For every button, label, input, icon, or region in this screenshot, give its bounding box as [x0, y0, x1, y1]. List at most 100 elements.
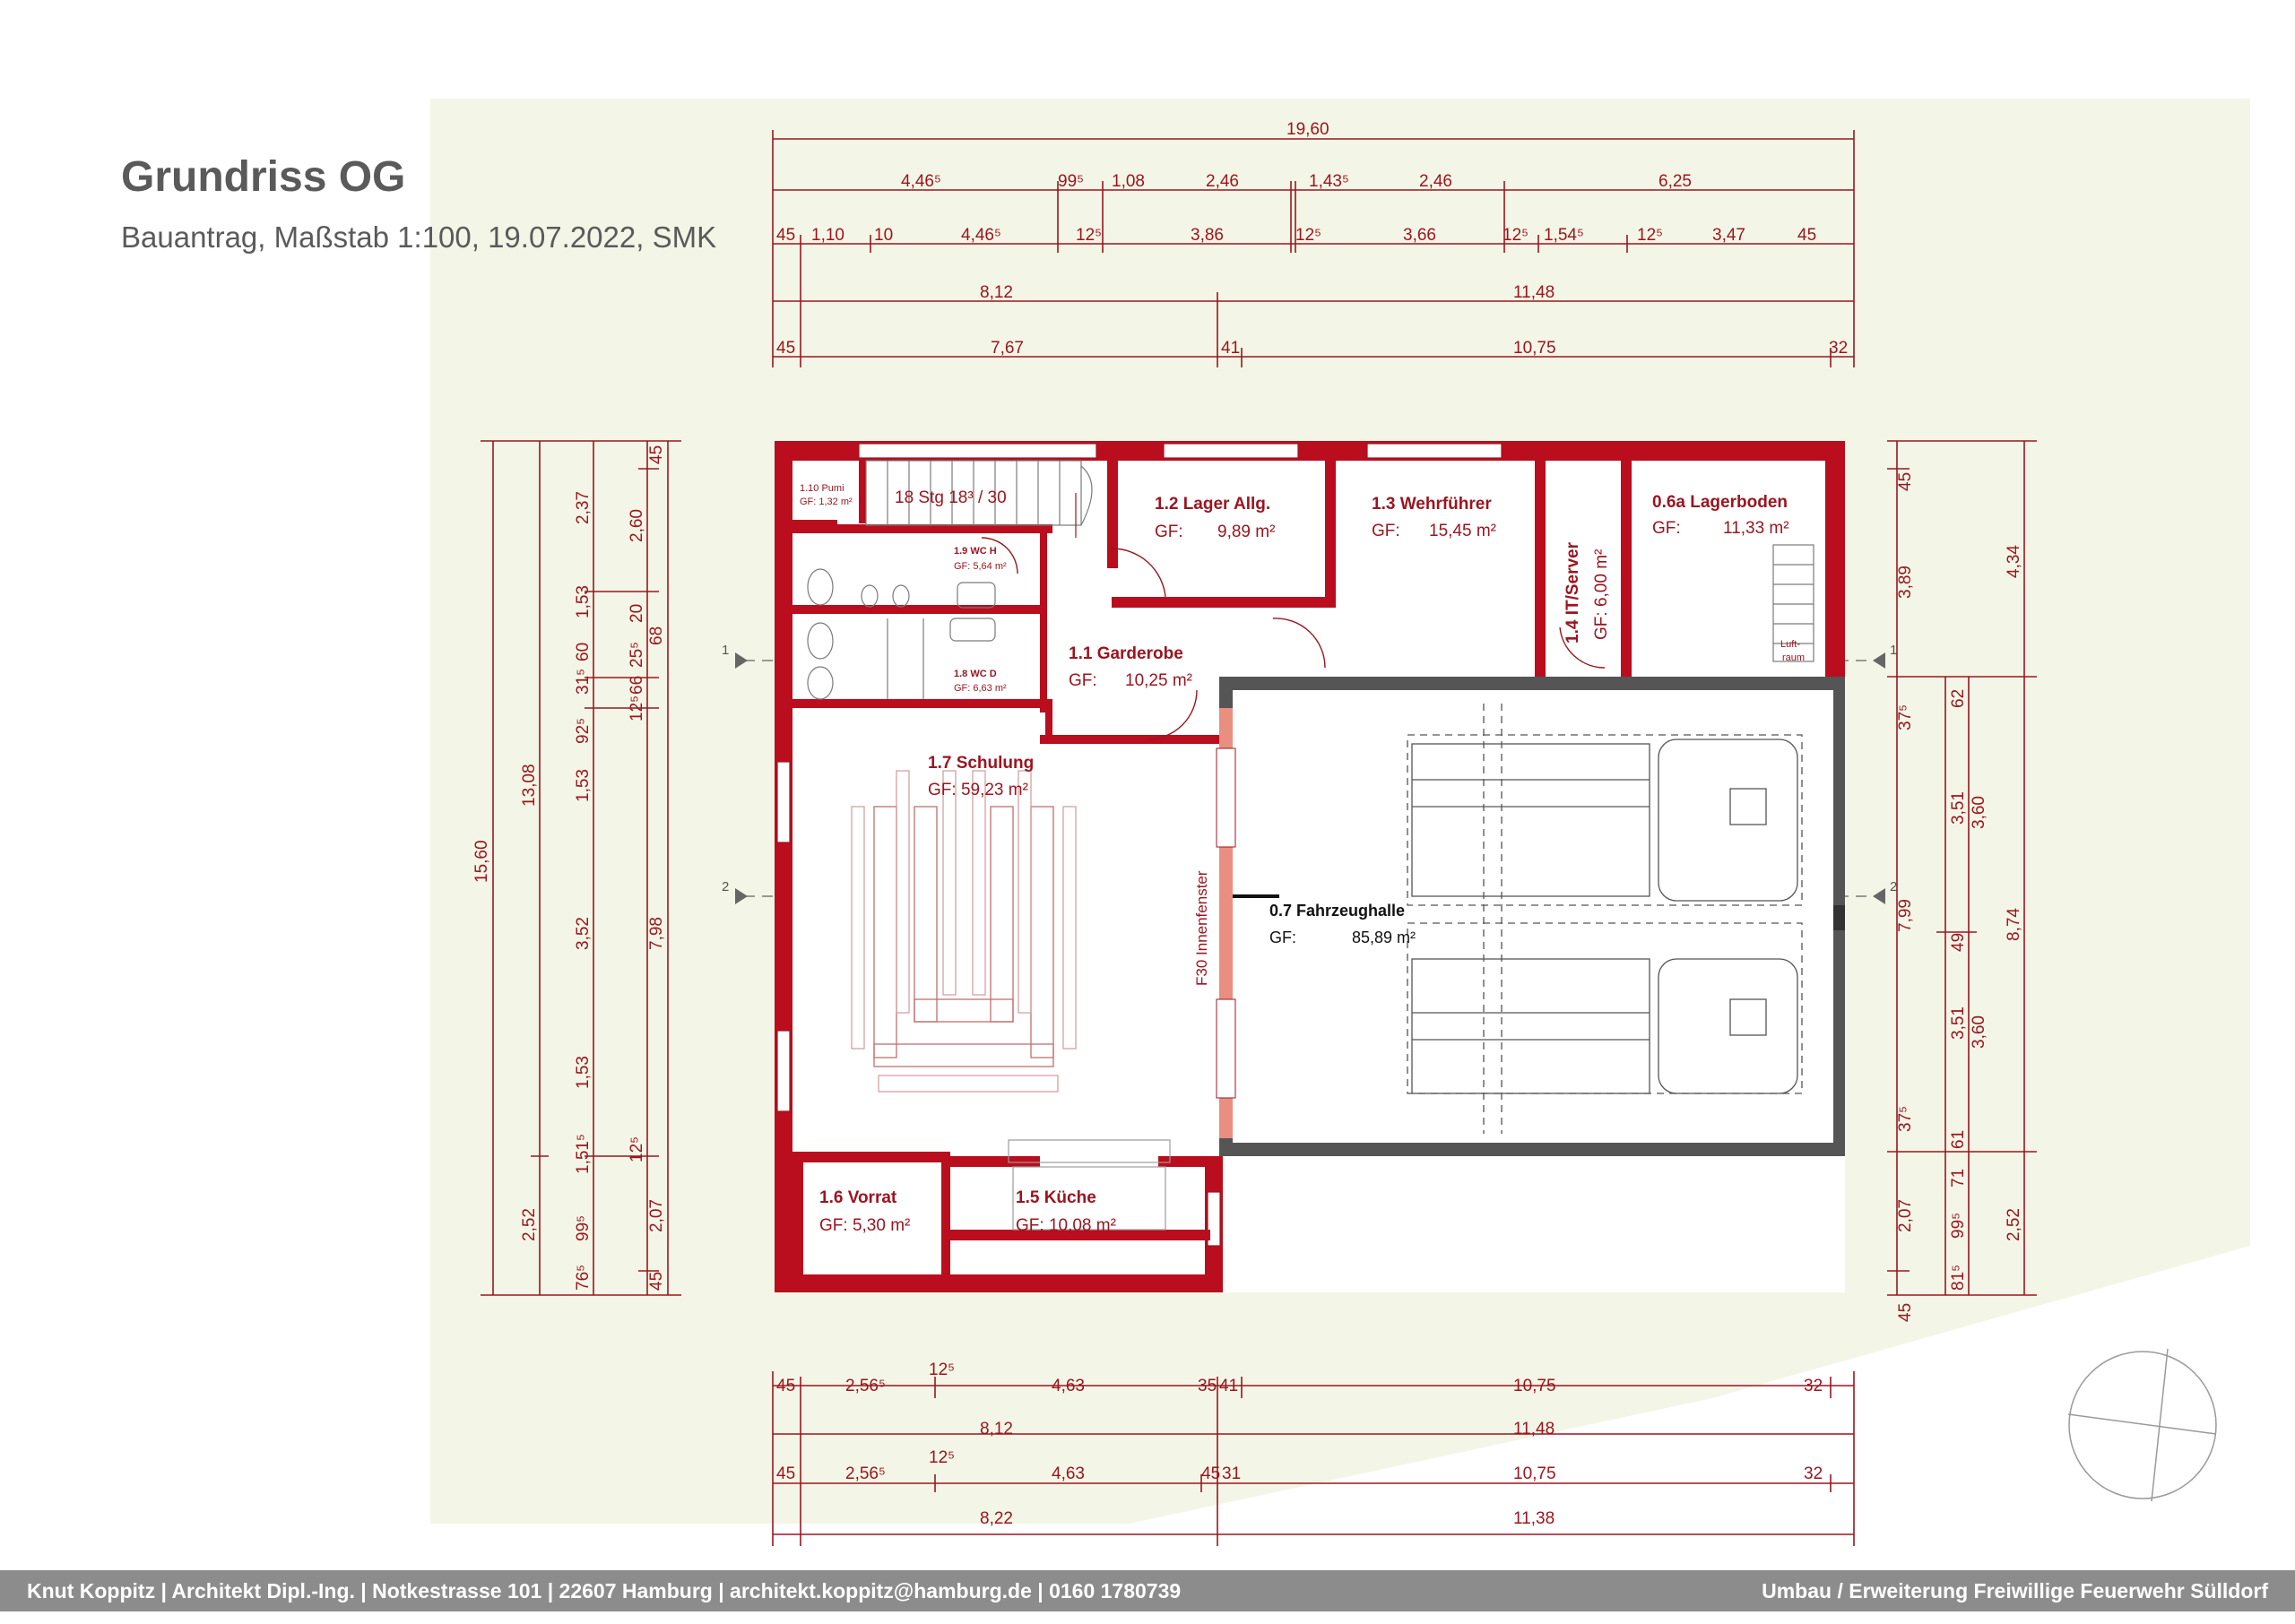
dim-left-c4-3: 66 [628, 676, 646, 695]
dim-top-r3-5: 3,86 [1191, 226, 1224, 245]
room-19-area: GF: 5,64 m² [954, 561, 1007, 572]
room-06a-area: 11,33 m² [1723, 519, 1789, 538]
room-16-name: 1.6 Vorrat [819, 1188, 897, 1207]
room-12-name: 1.2 Lager Allg. [1155, 495, 1270, 514]
dim-right-c2-1: 3,51 [1949, 791, 1968, 825]
dim-left-c3-1: 1,53 [574, 585, 593, 618]
dim-top-r5-2: 41 [1221, 339, 1240, 358]
dim-right-c1-6: 45 [1896, 1303, 1915, 1322]
dim-bot-r3-7: 32 [1804, 1464, 1823, 1483]
kitchen-counter [1008, 1139, 1171, 1231]
north-arrow-icon [2067, 1348, 2217, 1502]
building-floor [778, 441, 1845, 1292]
dim-top-r5-1: 7,67 [991, 339, 1024, 358]
dim-left-c3-7: 1,53 [574, 1056, 593, 1089]
dim-right-c3-0: 3,60 [1970, 796, 1988, 829]
dim-bot-r1-1: 2,56⁵ [845, 1377, 886, 1395]
room-06a-name: 0.6a Lagerboden [1652, 493, 1788, 512]
dim-left-c3-2: 60 [574, 643, 593, 661]
room-07-gf: GF: [1269, 929, 1296, 946]
dim-left-c3-10: 76⁵ [574, 1265, 593, 1291]
room-11-gf: GF: [1069, 671, 1097, 690]
dim-top-r3-1: 1,10 [811, 226, 844, 245]
room-110-name: 1.10 Pumi [800, 483, 844, 494]
dim-top-r5-3: 10,75 [1513, 339, 1556, 358]
section-mark-1-right: 1 [1890, 643, 1897, 658]
stair-label: 18 Stg 18³ / 30 [895, 488, 1007, 507]
dim-top-r2-6: 6,25 [1658, 172, 1692, 191]
dim-top-r3-2: 10 [874, 226, 893, 245]
dim-right-c2-7: 81⁵ [1949, 1265, 1968, 1291]
windows [776, 443, 1503, 1247]
dim-left-c2-1: 2,52 [520, 1208, 539, 1241]
dim-bot-r4-0: 8,22 [980, 1509, 1013, 1528]
dim-left-c4-7: 2,07 [647, 1199, 666, 1232]
room-12-gf: GF: [1155, 523, 1183, 541]
dim-bot-r2-0: 8,12 [980, 1420, 1013, 1438]
room-16-area: GF: 5,30 m² [819, 1216, 910, 1235]
dim-bot-r1-0: 45 [776, 1377, 795, 1395]
section-mark-2-left: 2 [722, 879, 729, 894]
dim-top-r4-1: 11,48 [1513, 283, 1555, 302]
dim-bot-r3-1: 2,56⁵ [845, 1464, 886, 1483]
dim-right-c2-0: 62 [1949, 689, 1968, 708]
room-17-area: GF: 59,23 m² [928, 781, 1028, 799]
f30-label: F30 Innenfenster [1193, 870, 1210, 986]
luftraum-line1: Luft- [1780, 639, 1800, 650]
room-11-name: 1.1 Garderobe [1069, 644, 1183, 663]
dim-left-c3-0: 2,37 [574, 491, 593, 524]
dim-bot-r1-7: 32 [1804, 1377, 1823, 1395]
room-18-area: GF: 6,63 m² [954, 683, 1007, 694]
dim-top-r2-2: 1,08 [1112, 172, 1145, 191]
dim-left-c3-9: 99⁵ [574, 1215, 593, 1241]
room-13-name: 1.3 Wehrführer [1372, 495, 1492, 514]
dim-right-c1-1: 3,89 [1896, 566, 1915, 599]
dim-top-r2-0: 4,46⁵ [901, 172, 941, 191]
room-110-area: GF: 1,32 m² [800, 497, 853, 507]
room-17-name: 1.7 Schulung [928, 754, 1034, 773]
dim-left-c3-4: 92⁵ [574, 718, 593, 744]
dim-right-c3-1: 3,60 [1970, 1015, 1988, 1049]
dim-top-r4-0: 8,12 [980, 283, 1013, 302]
room-18-name: 1.8 WC D [954, 669, 997, 679]
dim-left-c4-1: 20 [628, 604, 646, 623]
dim-top-r3-11: 3,47 [1712, 226, 1745, 245]
dim-bot-r3-0: 45 [776, 1464, 795, 1483]
dim-right-c2-3: 3,51 [1949, 1006, 1968, 1040]
dim-left-c4-4: 12⁵ [628, 695, 646, 721]
luftraum-line2: raum [1782, 652, 1805, 663]
dim-bot-r3-6: 10,75 [1513, 1464, 1556, 1483]
dim-top-r3-6: 12⁵ [1295, 226, 1321, 245]
stairs [865, 460, 1814, 662]
section-markers [735, 652, 1885, 904]
dim-bot-r3-4: 45 [1201, 1464, 1220, 1483]
dim-left-c3-8: 1,51⁵ [574, 1134, 593, 1174]
fire-trucks [1407, 704, 1803, 1134]
dim-bot-r1-3: 4,63 [1052, 1377, 1085, 1395]
footer-bar: Knut Koppitz | Architekt Dipl.-Ing. | No… [0, 1570, 2295, 1611]
dim-left-c3-5: 1,53 [574, 769, 593, 802]
dim-left-c3-3: 31⁵ [574, 669, 593, 695]
dim-right-c1-0: 45 [1896, 472, 1915, 491]
dim-left-c4-2: 25⁵ [628, 642, 646, 668]
dim-top-r2-4: 1,43⁵ [1309, 172, 1349, 191]
dim-top-r2-5: 2,46 [1419, 172, 1452, 191]
dim-left-total: 15,60 [472, 840, 491, 883]
dim-bot-r1-6: 10,75 [1513, 1377, 1556, 1395]
room-11-area: 10,25 m² [1125, 671, 1192, 690]
seating-layout [851, 770, 1077, 1093]
dim-bot-r3-3: 4,63 [1052, 1464, 1085, 1483]
dim-right-c4-0: 4,34 [2005, 545, 2023, 578]
dim-left-c2-0: 13,08 [520, 764, 539, 807]
sanitary-fixtures [807, 568, 996, 700]
room-07-area: 85,89 m² [1352, 929, 1416, 946]
dim-bot-r3-2: 12⁵ [929, 1448, 955, 1467]
dim-top-r3-4: 12⁵ [1076, 226, 1102, 245]
dim-bot-r1-4: 35 [1198, 1377, 1217, 1395]
dim-left-c4-6: 12⁵ [628, 1136, 646, 1162]
dim-top-r3-8: 12⁵ [1503, 226, 1529, 245]
dim-right-c2-5: 71 [1949, 1169, 1968, 1188]
dim-left-c5-1: 68 [647, 626, 666, 645]
